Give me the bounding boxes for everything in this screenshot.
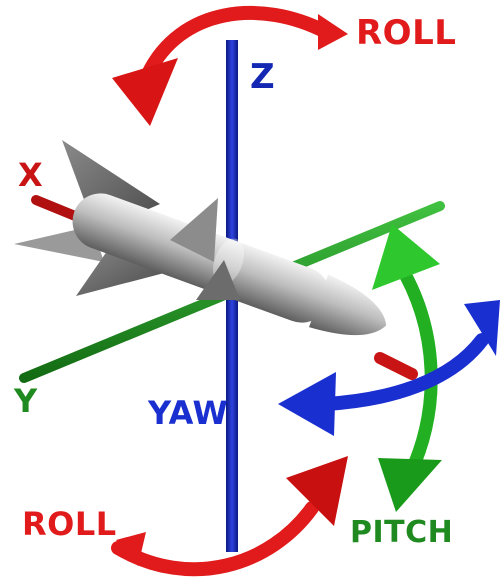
x-axis-nose-rod — [380, 358, 412, 374]
y-axis-label: Y — [13, 382, 38, 420]
roll-top-label: ROLL — [356, 13, 456, 53]
x-axis-label: X — [18, 156, 43, 194]
roll-bottom-label: ROLL — [22, 505, 117, 543]
pitch-label: PITCH — [350, 515, 453, 550]
z-axis-label: Z — [250, 57, 275, 97]
yaw-label: YAW — [147, 394, 228, 432]
